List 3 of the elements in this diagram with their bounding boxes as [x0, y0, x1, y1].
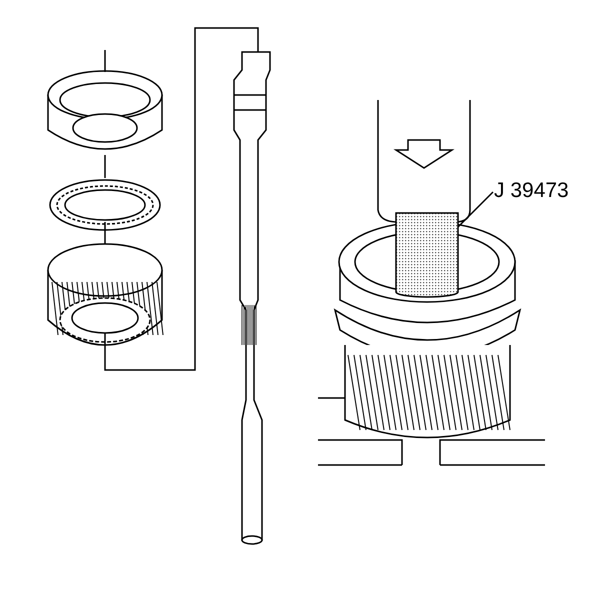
press-pin-drawing	[395, 212, 459, 298]
leader-line	[457, 191, 494, 228]
tool-number: J 39473	[494, 180, 569, 201]
